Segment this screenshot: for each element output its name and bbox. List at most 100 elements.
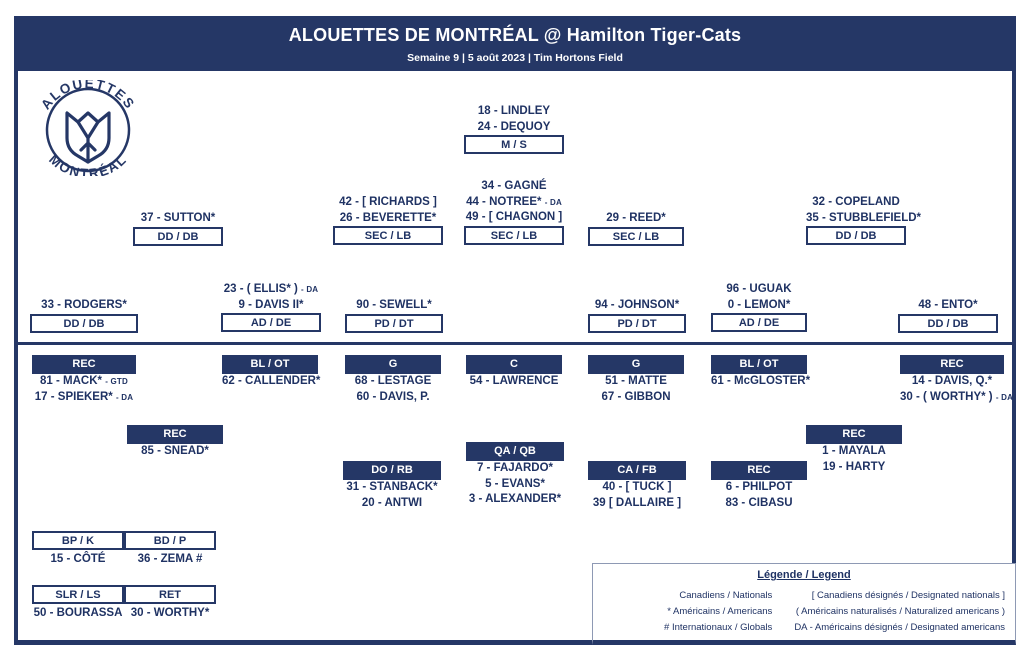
- player[interactable]: 83 - CIBASU: [725, 496, 793, 509]
- player-list: 18 - LINDLEY 24 - DEQUOY: [464, 104, 564, 135]
- legend-item: DA - Américains désignés / Designated am…: [794, 622, 1005, 633]
- player[interactable]: 7 - FAJARDO*: [476, 462, 554, 474]
- position-label: DD / DB: [806, 226, 906, 245]
- player[interactable]: 54 - LAWRENCE: [469, 375, 559, 387]
- unit-sec-lb-2: 34 - GAGNÉ 44 - NOTREE* - DA 49 - [ CHAG…: [464, 179, 564, 245]
- player-list: 33 - RODGERS*: [30, 298, 138, 314]
- position-label: SLR / LS: [32, 585, 124, 604]
- position-label: G: [345, 355, 441, 374]
- player[interactable]: 1 - MAYALA: [822, 445, 886, 457]
- player[interactable]: 24 - DEQUOY: [477, 120, 551, 133]
- player[interactable]: 32 - COPELAND: [812, 196, 900, 208]
- player[interactable]: 85 - SNEAD*: [141, 445, 209, 457]
- player[interactable]: 17 - SPIEKER* - DA: [34, 390, 134, 403]
- player[interactable]: 31 - STANBACK*: [346, 481, 438, 493]
- legend-column-right: [ Canadiens désignés / Designated nation…: [794, 588, 1015, 636]
- player[interactable]: 0 - LEMON*: [727, 298, 791, 311]
- player[interactable]: 51 - MATTE: [605, 375, 667, 387]
- player-list: 29 - REED*: [588, 211, 684, 227]
- player[interactable]: 68 - LESTAGE: [354, 375, 432, 387]
- player[interactable]: 30 - ( WORTHY* ) - DA: [900, 390, 1014, 403]
- player[interactable]: 36 - ZEMA #: [137, 553, 203, 565]
- unit-dd-db-farright: 48 - ENTO* DD / DB: [898, 298, 998, 333]
- st-cell-bp-k: BP / K 15 - CÔTÉ: [32, 531, 124, 567]
- defense-offense-divider: [14, 342, 1016, 345]
- unit-pd-dt-right: 94 - JOHNSON* PD / DT: [588, 298, 686, 333]
- player-list: 85 - SNEAD*: [127, 444, 223, 460]
- player-list: 37 - SUTTON*: [133, 211, 223, 227]
- player[interactable]: 34 - GAGNÉ: [481, 180, 547, 192]
- position-label: AD / DE: [711, 313, 807, 332]
- player[interactable]: 40 - [ TUCK ]: [602, 481, 672, 493]
- unit-qa-qb: QA / QB 7 - FAJARDO* 5 - EVANS* 3 - ALEX…: [466, 442, 564, 508]
- player-list: 61 - McGLOSTER*: [711, 374, 811, 390]
- position-label: BD / P: [124, 531, 216, 550]
- player[interactable]: 15 - CÔTÉ: [50, 553, 106, 565]
- player[interactable]: 49 - [ CHAGNON ]: [465, 211, 563, 223]
- position-label: RET: [124, 585, 216, 604]
- unit-rec-4: REC 1 - MAYALA 19 - HARTY: [806, 425, 902, 475]
- player[interactable]: 30 - WORTHY*: [130, 607, 210, 619]
- position-label: REC: [711, 461, 807, 480]
- player[interactable]: 5 - EVANS*: [485, 477, 545, 490]
- unit-c: C 54 - LAWRENCE: [466, 355, 562, 390]
- player-list: 51 - MATTE 67 - GIBBON: [588, 374, 684, 405]
- player[interactable]: 48 - ENTO*: [918, 299, 978, 311]
- player-list: 90 - SEWELL*: [345, 298, 443, 314]
- player-list: 48 - ENTO*: [898, 298, 998, 314]
- player[interactable]: 44 - NOTREE* - DA: [466, 195, 562, 208]
- st-cell-slr-ls: SLR / LS 50 - BOURASSA: [32, 585, 124, 621]
- special-teams-kickers: BP / K 15 - CÔTÉ BD / P 36 - ZEMA #: [32, 531, 222, 567]
- player[interactable]: 20 - ANTWI: [361, 496, 423, 509]
- special-teams-snapper-returner: SLR / LS 50 - BOURASSA RET 30 - WORTHY*: [32, 585, 222, 621]
- player-list: 42 - [ RICHARDS ] 26 - BEVERETTE*: [333, 195, 443, 226]
- player[interactable]: 50 - BOURASSA: [33, 607, 123, 619]
- player[interactable]: 96 - UGUAK: [726, 283, 792, 295]
- player[interactable]: 18 - LINDLEY: [477, 105, 551, 117]
- legend-item: # Internationaux / Globals: [664, 622, 773, 633]
- st-cell-bd-p: BD / P 36 - ZEMA #: [124, 531, 216, 567]
- player[interactable]: 9 - DAVIS II*: [238, 298, 304, 311]
- page-subtitle: Semaine 9 | 5 août 2023 | Tim Hortons Fi…: [407, 52, 623, 64]
- player-list: 68 - LESTAGE 60 - DAVIS, P.: [345, 374, 441, 405]
- player[interactable]: 39 [ DALLAIRE ]: [592, 496, 682, 509]
- player[interactable]: 60 - DAVIS, P.: [356, 390, 430, 403]
- player-list: 62 - CALLENDER*: [222, 374, 321, 390]
- position-label: REC: [900, 355, 1004, 374]
- player[interactable]: 42 - [ RICHARDS ]: [339, 196, 437, 208]
- player[interactable]: 90 - SEWELL*: [356, 299, 432, 311]
- player-list: 23 - ( ELLIS* ) - DA 9 - DAVIS II*: [221, 282, 321, 313]
- legend-item: * Américains / Americans: [667, 606, 773, 617]
- player[interactable]: 37 - SUTTON*: [140, 212, 216, 224]
- player-list: 94 - JOHNSON*: [588, 298, 686, 314]
- page-header: ALOUETTES DE MONTRÉAL @ Hamilton Tiger-C…: [14, 16, 1016, 71]
- position-label: DD / DB: [898, 313, 998, 333]
- unit-pd-dt-left: 90 - SEWELL* PD / DT: [345, 298, 443, 333]
- player[interactable]: 67 - GIBBON: [601, 390, 671, 403]
- player[interactable]: 14 - DAVIS, Q.*: [911, 375, 993, 387]
- player[interactable]: 33 - RODGERS*: [41, 299, 127, 311]
- player[interactable]: 19 - HARTY: [822, 460, 886, 473]
- legend-item: Canadiens / Nationals: [679, 590, 773, 601]
- position-label: REC: [32, 355, 136, 374]
- unit-g-right: G 51 - MATTE 67 - GIBBON: [588, 355, 684, 405]
- player[interactable]: 23 - ( ELLIS* ) - DA: [223, 283, 319, 295]
- player[interactable]: 62 - CALLENDER*: [222, 375, 321, 387]
- player[interactable]: 3 - ALEXANDER*: [468, 493, 562, 505]
- player[interactable]: 81 - MACK* - GTD: [40, 375, 128, 387]
- position-label: AD / DE: [221, 313, 321, 332]
- unit-g-left: G 68 - LESTAGE 60 - DAVIS, P.: [345, 355, 441, 405]
- player[interactable]: 94 - JOHNSON*: [594, 299, 680, 311]
- player[interactable]: 6 - PHILPOT: [725, 481, 793, 493]
- player[interactable]: 35 - STUBBLEFIELD*: [806, 211, 922, 224]
- player[interactable]: 61 - McGLOSTER*: [711, 375, 811, 387]
- unit-ad-de-left: 23 - ( ELLIS* ) - DA 9 - DAVIS II* AD / …: [221, 282, 321, 332]
- player[interactable]: 26 - BEVERETTE*: [339, 211, 437, 224]
- position-label: BL / OT: [711, 355, 807, 374]
- legend-columns: Canadiens / Nationals * Américains / Ame…: [593, 588, 1015, 636]
- player-list: 81 - MACK* - GTD 17 - SPIEKER* - DA: [32, 374, 136, 405]
- position-label: REC: [127, 425, 223, 444]
- player[interactable]: 29 - REED*: [606, 212, 666, 224]
- unit-dd-db-right: 32 - COPELAND 35 - STUBBLEFIELD* DD / DB: [806, 195, 922, 245]
